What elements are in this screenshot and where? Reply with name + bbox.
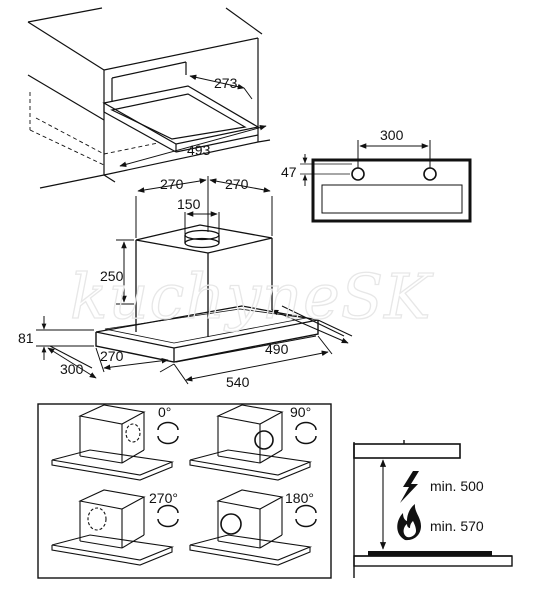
rotation-90-figure [189, 404, 317, 481]
cabinet-drawing [27, 7, 271, 189]
hood-panel-width-label: 540 [226, 374, 250, 390]
bracket-spacing-label: 300 [380, 127, 404, 143]
hood-drawing [95, 224, 319, 363]
rotation-0-label: 0° [158, 404, 171, 420]
electric-clearance-label: min. 500 [430, 478, 484, 494]
cabinet-hidden-lines [29, 92, 159, 166]
clearance-drawing [353, 440, 513, 578]
rotation-270-figure [51, 489, 179, 566]
watermark: kuchyneSK [70, 260, 434, 333]
rotation-180-figure [189, 489, 317, 566]
gas-clearance-label: min. 570 [430, 518, 484, 534]
rotation-panel-frame [37, 403, 332, 579]
rotation-0-figure [51, 404, 179, 481]
hood-front-depth-label: 270 [100, 348, 124, 364]
hood-panel-height-label: 81 [18, 330, 34, 346]
hood-outlet-label: 150 [177, 196, 201, 212]
hood-height-label: 250 [100, 268, 124, 284]
rotation-270-label: 270° [149, 490, 178, 506]
bracket-drawing [300, 140, 472, 223]
rotation-90-label: 90° [290, 404, 311, 420]
cabinet-dimensions [119, 74, 267, 168]
hood-dimensions [36, 176, 353, 385]
hood-body-width-label: 490 [265, 341, 289, 357]
bracket-height-label: 47 [281, 164, 297, 180]
electric-bolt-icon [400, 471, 419, 503]
hood-left-label: 270 [160, 176, 184, 192]
hood-side-depth-label: 300 [60, 361, 84, 377]
cabinet-width-label: 493 [187, 142, 211, 158]
gas-flame-core [403, 521, 416, 538]
rotation-180-label: 180° [285, 490, 314, 506]
hood-right-label: 270 [225, 176, 249, 192]
cabinet-depth-label: 273 [214, 75, 238, 91]
